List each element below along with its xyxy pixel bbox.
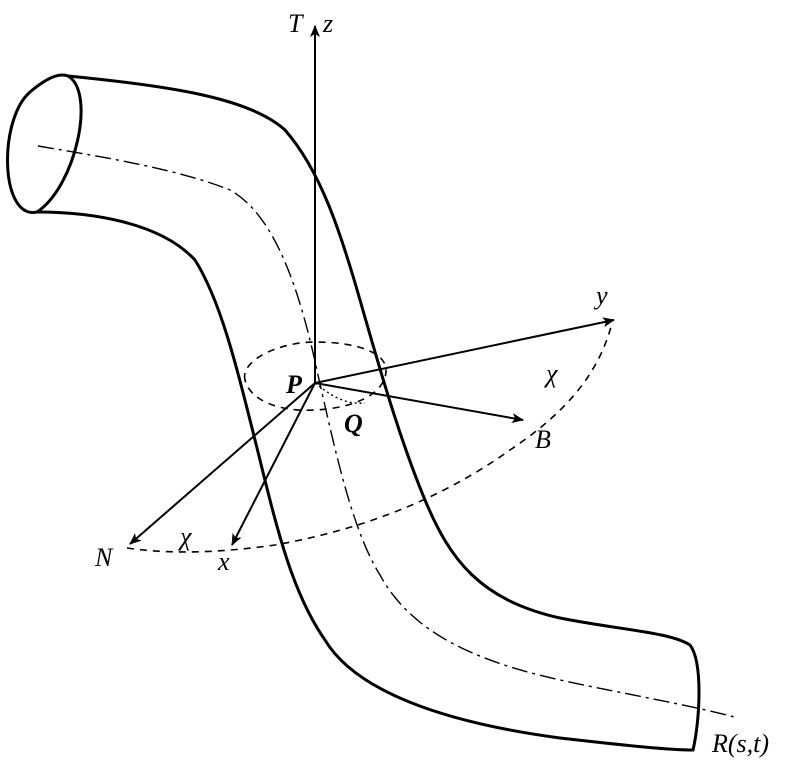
tube-end-ellipse — [6, 73, 83, 214]
y-axis-arrow — [314, 317, 615, 384]
label-Q: Q — [344, 409, 363, 438]
x-axis-arrow — [231, 382, 316, 546]
label-N: N — [94, 543, 114, 572]
tube-boundary-lower — [35, 210, 695, 752]
label-chi-lower: χ — [177, 522, 192, 551]
label-T: T — [288, 9, 304, 38]
cross-section-circle — [244, 341, 387, 411]
pq-dotted-line — [314, 382, 366, 404]
tube-boundary-upper — [66, 74, 701, 752]
label-z: z — [322, 9, 333, 38]
label-B: B — [535, 425, 551, 454]
angle-arc-dashed — [126, 322, 613, 553]
b-axis-arrow — [314, 382, 524, 423]
n-axis-arrow — [129, 382, 316, 545]
label-R: R(s,t) — [711, 729, 769, 758]
label-P: P — [285, 370, 303, 399]
label-chi-upper: χ — [543, 359, 558, 388]
label-y: y — [593, 281, 608, 310]
centerline-curve — [37, 145, 739, 719]
label-x: x — [217, 547, 230, 576]
